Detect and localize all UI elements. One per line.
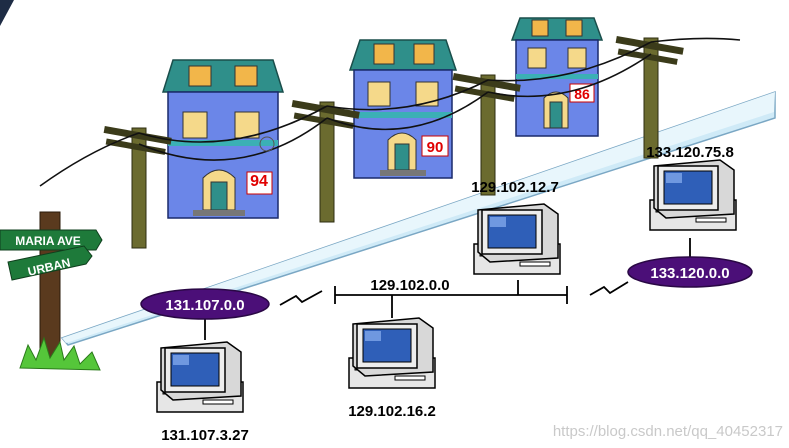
computer-upper-right (649, 159, 737, 231)
computer-upper-center (473, 203, 561, 275)
watermark: https://blog.csdn.net/qq_40452317 (552, 423, 783, 440)
network-address-right: 133.120.0.0 (650, 265, 729, 282)
host-address-upper-center: 129.102.12.7 (471, 179, 559, 196)
house-lamp (259, 136, 275, 152)
host-address-bottom-left: 131.107.3.27 (161, 427, 249, 444)
network-node-left (140, 288, 270, 320)
street-sign (0, 211, 103, 371)
utility-pole (103, 125, 173, 249)
house-number-94: 94 (250, 173, 268, 190)
host-address-upper-right: 133.120.75.8 (646, 144, 734, 161)
network-address-left: 131.107.0.0 (165, 297, 244, 314)
street-sign-label: MARIA AVE (15, 234, 81, 248)
host-address-bottom-center: 129.102.16.2 (348, 403, 436, 420)
network-address-center: 129.102.0.0 (370, 277, 449, 294)
house-86 (510, 17, 604, 137)
network-node-right (627, 256, 753, 288)
road-highlight (62, 92, 775, 343)
house-90 (348, 39, 458, 179)
house-94 (161, 59, 285, 219)
corner-stripe (0, 0, 14, 26)
house-number-90: 90 (427, 139, 444, 156)
power-lines (39, 37, 741, 187)
computer-bottom-left (156, 341, 244, 413)
computer-bottom-center (348, 317, 436, 389)
